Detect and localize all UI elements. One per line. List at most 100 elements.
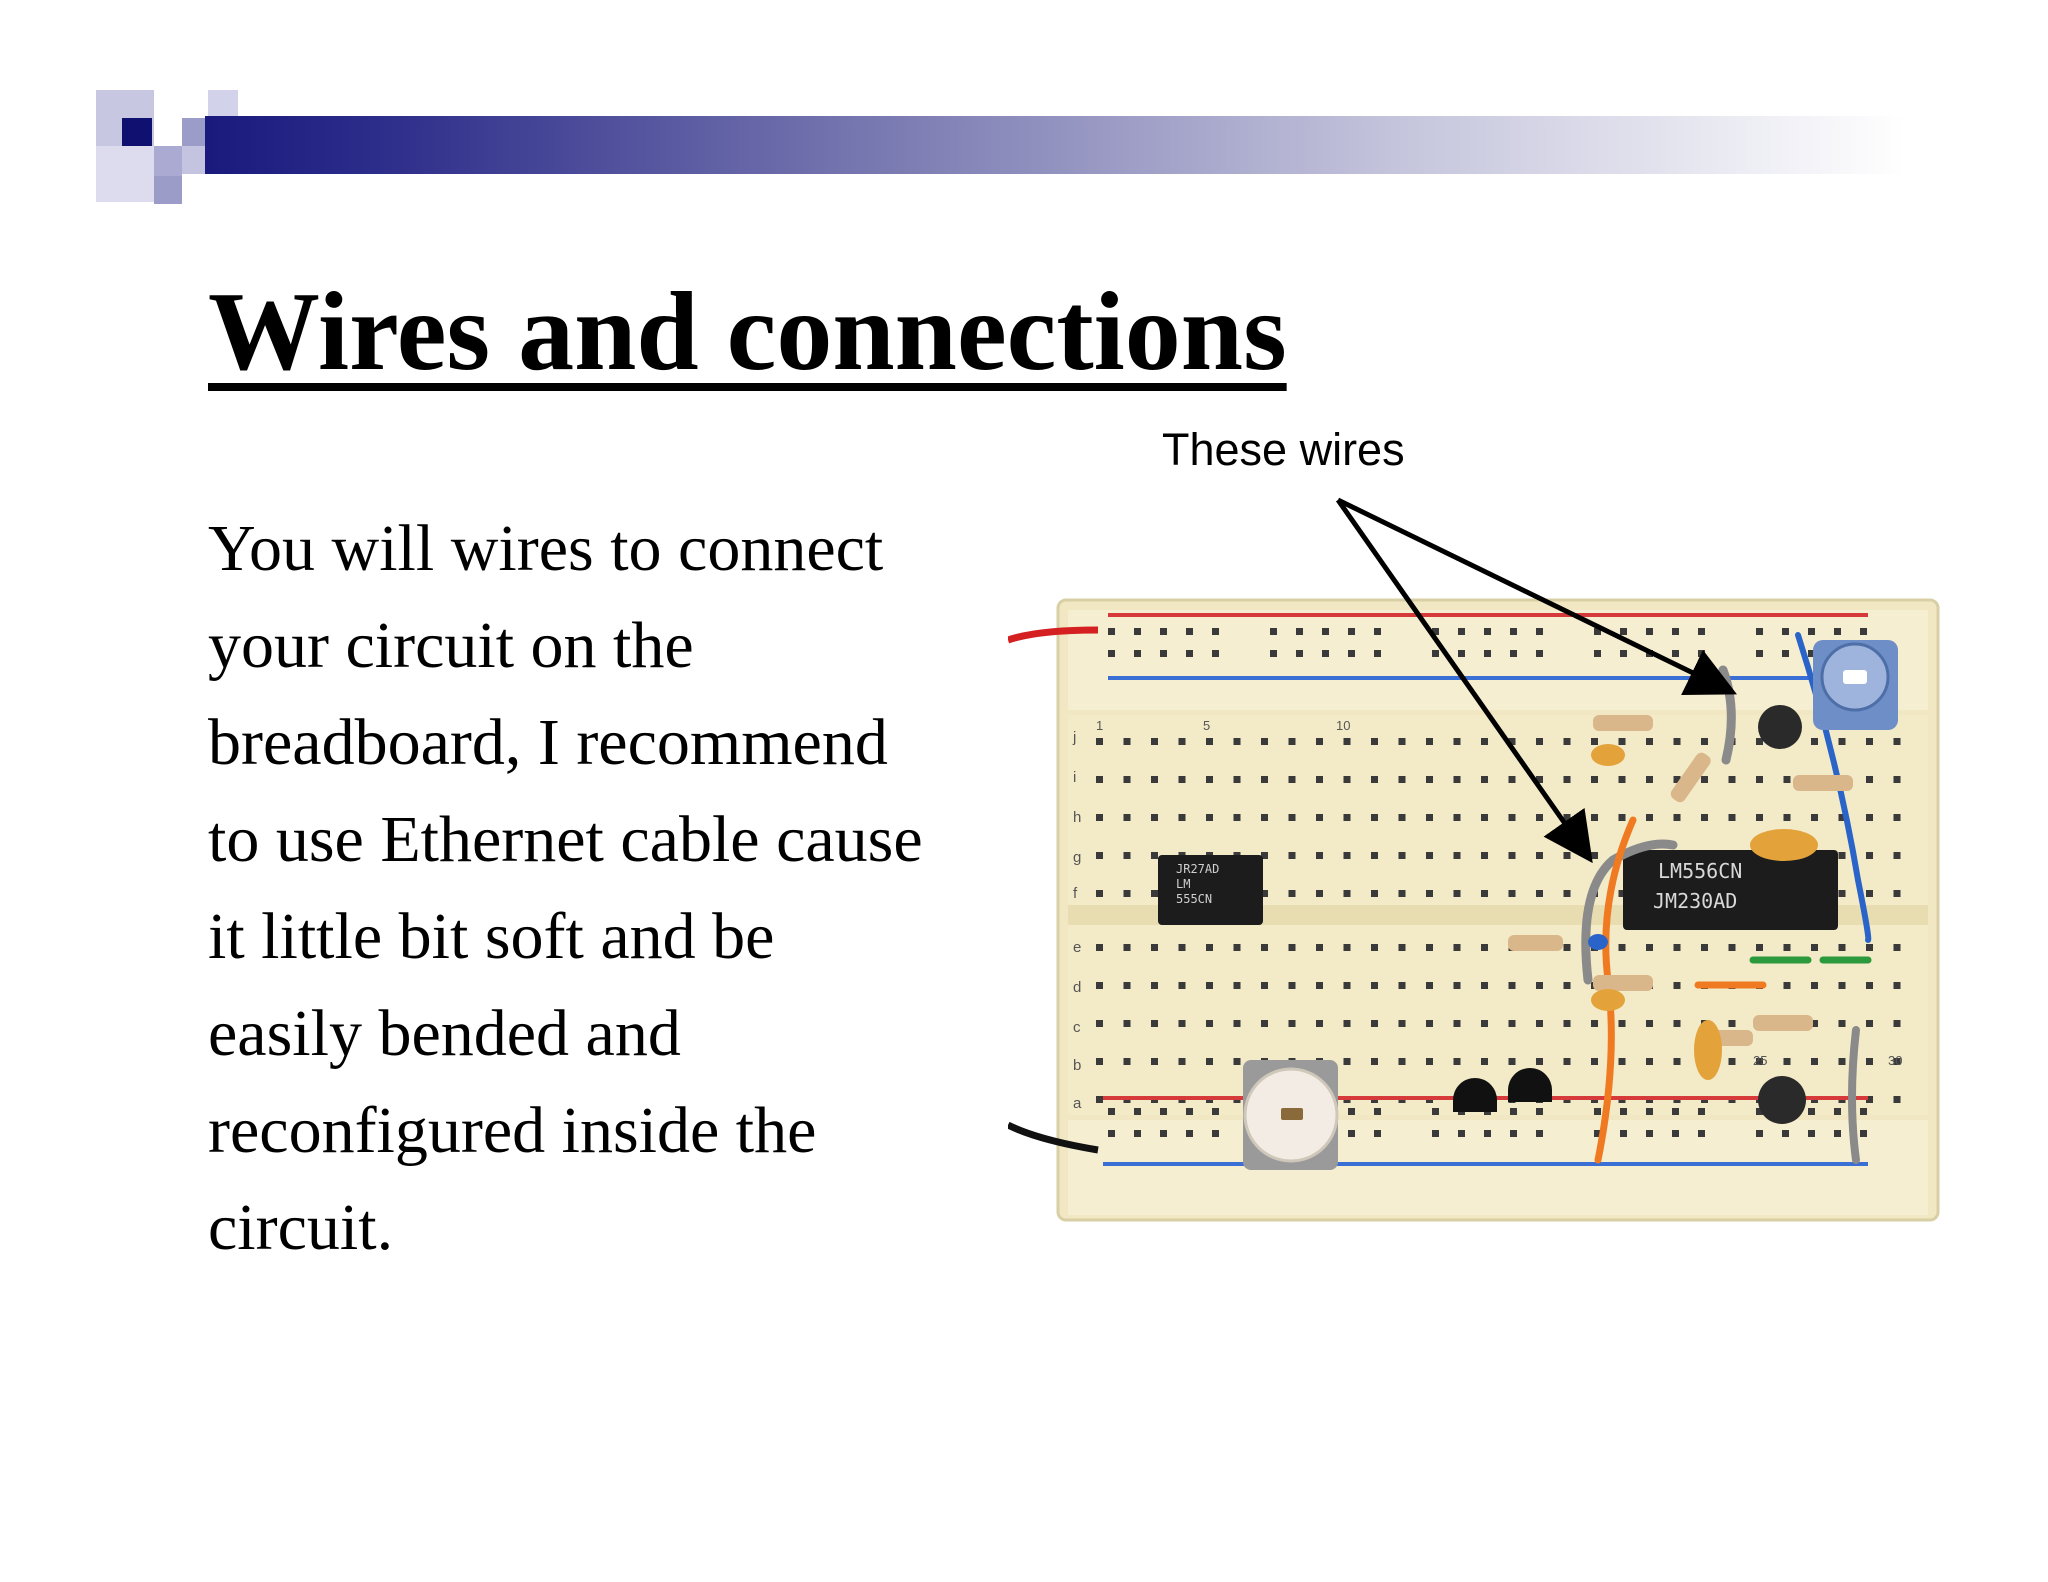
jumper-wire-grey — [1581, 839, 1678, 985]
breadboard-hole — [1178, 738, 1186, 745]
breadboard-hole — [1458, 650, 1465, 657]
breadboard-hole — [1426, 852, 1433, 859]
breadboard-hole — [1316, 1020, 1323, 1027]
breadboard-hole — [1673, 1020, 1681, 1027]
breadboard-hole — [1233, 1020, 1241, 1027]
breadboard-hole — [1453, 890, 1461, 897]
breadboard-hole — [1371, 1020, 1378, 1027]
breadboard-hole — [1808, 1108, 1815, 1115]
breadboard-hole — [1432, 1108, 1439, 1115]
breadboard-hole — [1123, 1020, 1131, 1027]
breadboard-hole — [1808, 1130, 1815, 1137]
ceramic-capacitor — [1588, 934, 1608, 950]
breadboard-hole — [1426, 814, 1433, 821]
breadboard-hole — [1343, 852, 1351, 859]
deco-square — [154, 176, 182, 204]
breadboard-hole — [1811, 944, 1818, 951]
breadboard-hole — [1811, 1058, 1818, 1065]
breadboard-hole — [1808, 650, 1815, 657]
breadboard-hole — [1426, 738, 1433, 745]
breadboard-hole — [1233, 814, 1241, 821]
breadboard-hole — [1481, 814, 1488, 821]
breadboard-hole — [1893, 738, 1901, 745]
breadboard-hole — [1261, 814, 1268, 821]
breadboard-hole — [1398, 852, 1406, 859]
breadboard-hole — [1134, 650, 1141, 657]
ic-chip-right — [1623, 850, 1838, 930]
breadboard-hole — [1673, 982, 1681, 989]
breadboard-hole — [1371, 982, 1378, 989]
breadboard-hole — [1893, 1058, 1901, 1065]
breadboard-hole — [1178, 944, 1186, 951]
breadboard-hole — [1728, 1058, 1736, 1065]
electrolytic-capacitor — [1758, 1076, 1806, 1124]
breadboard-hole — [1212, 650, 1219, 657]
breadboard-hole — [1591, 1020, 1598, 1027]
breadboard-hole — [1261, 852, 1268, 859]
breadboard-hole — [1296, 650, 1303, 657]
black-power-wire — [1008, 1121, 1099, 1154]
breadboard-hole — [1316, 944, 1323, 951]
breadboard-hole — [1756, 1108, 1763, 1115]
breadboard-hole — [1620, 1130, 1627, 1137]
resistor — [1593, 715, 1653, 731]
breadboard-hole — [1206, 982, 1213, 989]
breadboard-hole — [1510, 650, 1517, 657]
breadboard-hole — [1893, 944, 1901, 951]
breadboard-hole — [1261, 738, 1268, 745]
breadboard-hole — [1811, 982, 1818, 989]
breadboard-hole — [1672, 1130, 1679, 1137]
breadboard-hole — [1178, 814, 1186, 821]
breadboard-hole — [1288, 890, 1296, 897]
breadboard-hole — [1860, 628, 1867, 635]
breadboard-hole — [1866, 738, 1873, 745]
breadboard-hole — [1673, 1058, 1681, 1065]
breadboard-hole — [1866, 776, 1873, 783]
breadboard-hole — [1432, 628, 1439, 635]
breadboard-hole — [1398, 890, 1406, 897]
breadboard-hole — [1348, 628, 1355, 635]
breadboard-hole — [1481, 776, 1488, 783]
breadboard-hole — [1426, 982, 1433, 989]
breadboard-hole — [1096, 776, 1103, 783]
resistor — [1793, 775, 1853, 791]
body-line: your circuit on the — [208, 609, 694, 682]
breadboard-hole — [1151, 852, 1158, 859]
breadboard-hole — [1808, 628, 1815, 635]
breadboard-hole — [1343, 776, 1351, 783]
breadboard-hole — [1348, 1108, 1355, 1115]
breadboard-hole — [1563, 982, 1571, 989]
breadboard-hole — [1618, 1058, 1626, 1065]
electrolytic-capacitor — [1758, 705, 1802, 749]
breadboard-hole — [1288, 982, 1296, 989]
breadboard-hole — [1563, 738, 1571, 745]
breadboard-hole — [1316, 982, 1323, 989]
breadboard-hole — [1594, 1130, 1601, 1137]
transistor — [1508, 1068, 1552, 1102]
breadboard-hole — [1536, 982, 1543, 989]
breadboard-hole — [1206, 1020, 1213, 1027]
breadboard-hole — [1508, 814, 1516, 821]
breadboard-hole — [1343, 890, 1351, 897]
breadboard-hole — [1481, 982, 1488, 989]
row-label: a — [1073, 1095, 1082, 1112]
breadboard-hole — [1288, 852, 1296, 859]
breadboard-hole — [1594, 628, 1601, 635]
body-line: breadboard, I recommend — [208, 706, 888, 779]
breadboard-hole — [1893, 852, 1901, 859]
breadboard-hole — [1206, 776, 1213, 783]
breadboard-hole — [1371, 1058, 1378, 1065]
breadboard-hole — [1426, 1058, 1433, 1065]
breadboard-hole — [1536, 852, 1543, 859]
breadboard-hole — [1343, 1020, 1351, 1027]
breadboard-hole — [1371, 814, 1378, 821]
breadboard-hole — [1206, 944, 1213, 951]
breadboard-hole — [1096, 852, 1103, 859]
breadboard-hole — [1563, 1058, 1571, 1065]
breadboard-hole — [1481, 852, 1488, 859]
deco-square — [122, 118, 152, 148]
breadboard-hole — [1510, 1108, 1517, 1115]
row-label: c — [1073, 1019, 1081, 1036]
breadboard-hole — [1728, 1020, 1736, 1027]
breadboard-hole — [1398, 776, 1406, 783]
